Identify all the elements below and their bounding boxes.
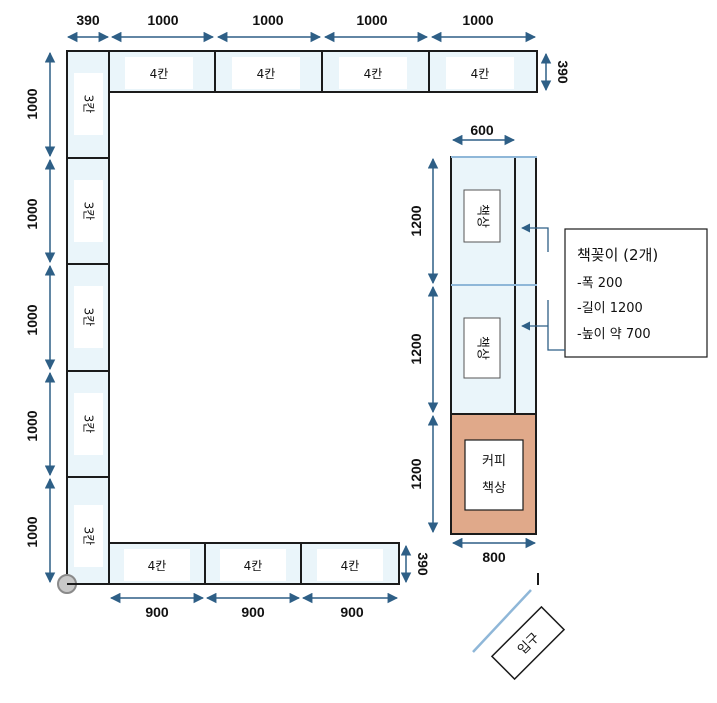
top-right-dim: 390 [555,60,571,84]
bookshelf-note-line-3: -높이 약 700 [577,327,651,342]
top-cell-3-box [339,57,407,89]
top-dim-2: 1000 [147,12,178,28]
desk-2-label-box [463,317,501,379]
bottom-dimensions: 900 900 900 390 [109,544,431,620]
coffee-width-dim: 800 [482,549,506,565]
top-dim-5: 1000 [462,12,493,28]
bottom-dim-1: 900 [145,604,169,620]
left-dim-2: 1000 [24,198,40,229]
left-cell-5-label: 3칸 [82,527,96,546]
desk-height-dim-3: 1200 [408,458,424,489]
bottom-cell-2-box [220,549,286,581]
bottom-cell-3-box [317,549,383,581]
coffee-desk-label-box [464,439,524,511]
left-dim-4: 1000 [24,410,40,441]
left-shelf-column: 3칸 3칸 3칸 3칸 3칸 [57,50,110,594]
desk-1-label-box [463,189,501,243]
top-dim-1: 390 [76,12,100,28]
bottom-cell-2-label: 4칸 [244,559,263,573]
bottom-cell-1-label: 4칸 [148,559,167,573]
top-cell-2-box [232,57,300,89]
top-cell-1-label: 4칸 [150,67,169,81]
desk-dimensions: 600 1200 1200 1200 800 [408,122,537,565]
top-dim-3: 1000 [252,12,283,28]
desk-1-label: 책상 [475,204,490,228]
bookshelf-note-line-1: -폭 200 [577,276,623,291]
left-dim-5: 1000 [24,516,40,547]
bottom-cell-1-box [124,549,190,581]
left-dimensions: 1000 1000 1000 1000 1000 [24,51,56,584]
left-cell-5-box [74,505,103,567]
top-cell-4-box [446,57,514,89]
left-cell-3-box [74,286,103,348]
left-cell-3-label: 3칸 [82,308,96,327]
entrance-label-box [490,605,566,681]
left-cell-1-label: 3칸 [82,95,96,114]
bottom-cell-3-label: 4칸 [341,559,360,573]
entrance-door [472,589,532,653]
top-cell-3-label: 4칸 [364,67,383,81]
desk-area: 책상 책상 커피 책상 [450,156,537,535]
top-dimensions: 390 1000 1000 1000 1000 390 [66,12,571,92]
left-dim-3: 1000 [24,304,40,335]
bookshelf-note: 책꽂이 (2개) -폭 200 -길이 1200 -높이 약 700 [521,223,708,358]
left-dim-1: 1000 [24,88,40,119]
top-cell-2-label: 4칸 [257,67,276,81]
left-cell-4-box [74,393,103,455]
bottom-dim-3: 900 [340,604,364,620]
left-cell-4-label: 3칸 [82,415,96,434]
bottom-dim-2: 900 [241,604,265,620]
desk-2-label: 책상 [475,336,490,360]
bookshelf-note-line-2: -길이 1200 [577,301,643,316]
top-dim-4: 1000 [356,12,387,28]
left-cell-1-box [74,73,103,135]
coffee-desk-label-1: 커피 [482,454,506,469]
top-shelf-row: 4칸 4칸 4칸 4칸 [66,50,538,93]
desk-height-dim-1: 1200 [408,205,424,236]
top-cell-4-label: 4칸 [471,67,490,81]
entrance: 입구 [472,573,566,681]
bottom-shelf-row: 4칸 4칸 4칸 [67,542,400,585]
desk-height-dim-2: 1200 [408,333,424,364]
left-cell-2-label: 3칸 [82,202,96,221]
top-cell-1-box [125,57,193,89]
bottom-right-dim: 390 [415,552,431,576]
left-cell-2-box [74,180,103,242]
bookshelf-note-title: 책꽂이 (2개) [577,246,658,264]
desk-width-dim: 600 [470,122,494,138]
coffee-desk-label-2: 책상 [482,481,506,496]
bookshelf-note-box [564,228,708,358]
